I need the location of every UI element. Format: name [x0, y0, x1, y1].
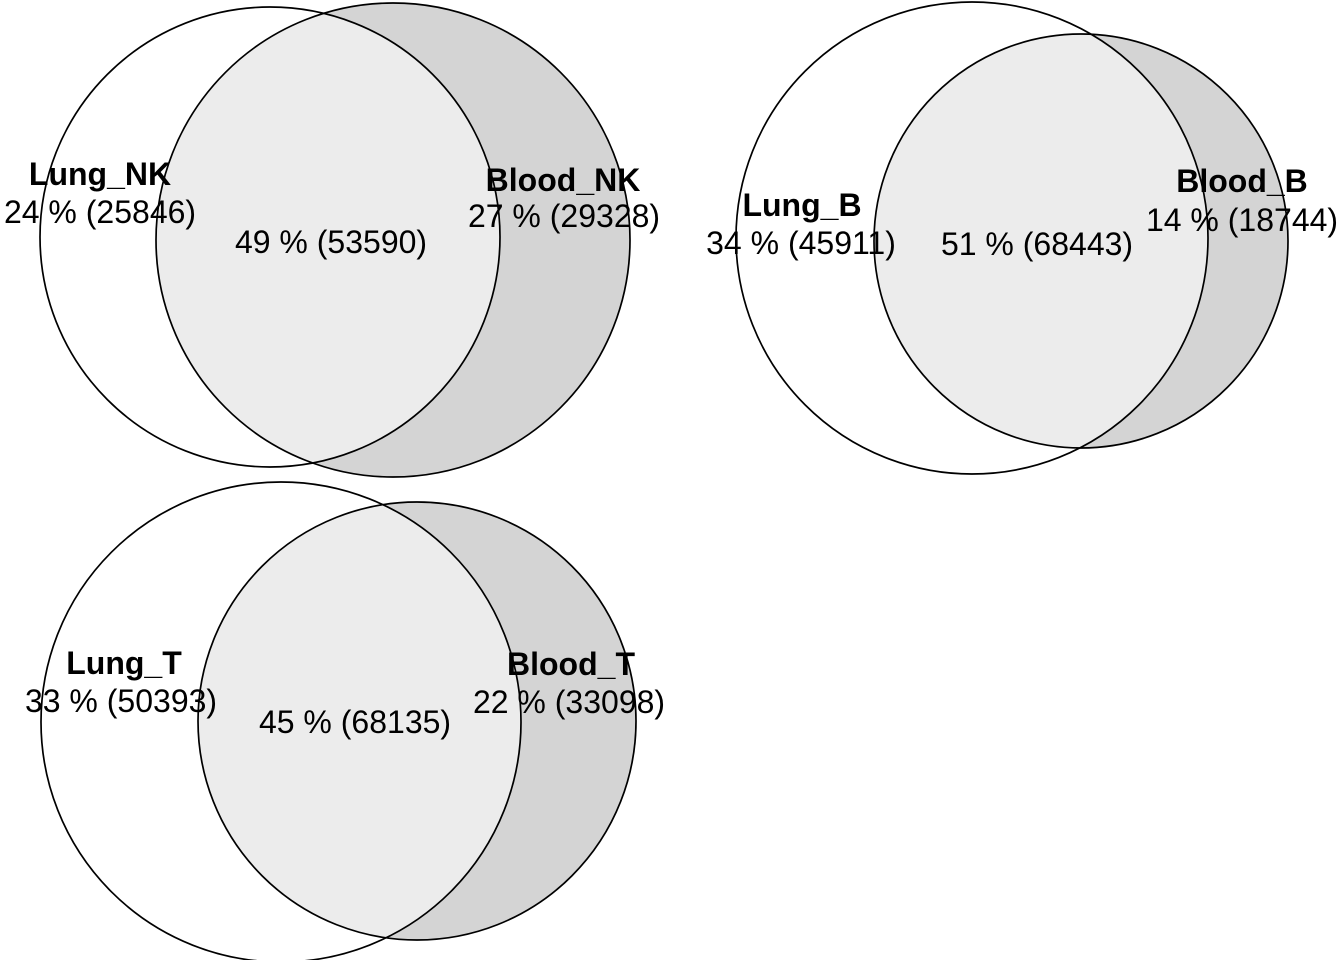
blood-nk-name-label: Blood_NK — [485, 162, 641, 198]
blood-nk-value-label: 27 % (29328) — [467, 198, 661, 234]
venn-t — [40, 481, 637, 960]
nk-intersection-region — [156, 7, 500, 467]
b-intersection-value-label: 51 % (68443) — [940, 226, 1134, 262]
t-intersection-region — [198, 502, 521, 940]
venn-nk — [39, 2, 631, 478]
venn-b — [735, 1, 1289, 475]
blood-t-value-label: 22 % (33098) — [472, 684, 666, 720]
lung-b-value-label: 34 % (45911) — [706, 225, 896, 261]
lung-nk-outline — [39, 6, 501, 468]
blood-b-name-label: Blood_B — [1176, 163, 1308, 199]
blood-t-name-label: Blood_T — [507, 646, 635, 682]
lung-t-value-label: 33 % (50393) — [24, 683, 218, 719]
blood-b-value-label: 14 % (18744) — [1145, 202, 1339, 238]
blood-b-outline — [873, 33, 1289, 449]
lung-b-outline — [735, 1, 1209, 475]
lung-b-name-label: Lung_B — [742, 187, 862, 223]
blood-nk-outline — [155, 2, 631, 478]
nk-intersection-value-label: 49 % (53590) — [234, 224, 428, 260]
blood-t-outline — [197, 501, 637, 941]
lung-nk-name-label: Lung_NK — [28, 156, 172, 192]
lung-nk-value-label: 24 % (25846) — [3, 194, 197, 230]
t-intersection-value-label: 45 % (68135) — [258, 704, 452, 740]
lung-t-outline — [40, 481, 522, 960]
lung-t-name-label: Lung_T — [66, 645, 182, 681]
